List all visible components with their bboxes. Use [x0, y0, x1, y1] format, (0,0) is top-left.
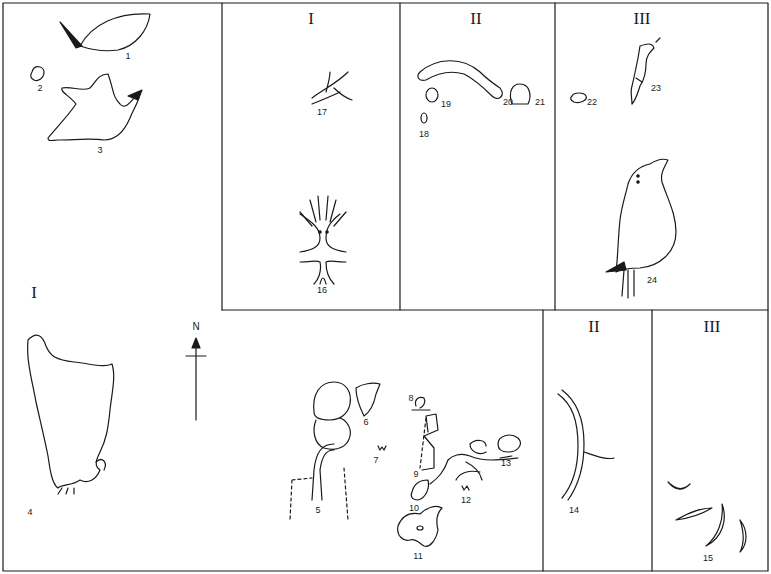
callout-number: 18 — [419, 130, 429, 139]
panel-border — [554, 3, 555, 310]
callout-number: 24 — [647, 276, 657, 285]
glyph-outline — [312, 444, 334, 500]
north-arrow — [186, 355, 206, 356]
glyph-outline — [314, 382, 351, 420]
glyph-outline — [676, 508, 712, 520]
panel-label: I — [308, 10, 314, 27]
callout-number: 16 — [317, 286, 327, 295]
glyph-outline — [430, 454, 518, 490]
glyph-outline — [31, 67, 44, 81]
glyph-outline — [584, 452, 614, 459]
callout-number: 1 — [125, 52, 130, 61]
north-arrow — [192, 338, 200, 348]
glyph-outline — [290, 468, 348, 520]
glyph-dot — [319, 231, 321, 233]
callout-number: 23 — [651, 84, 661, 93]
glyph-outline — [398, 506, 442, 546]
glyph-outline — [616, 159, 676, 272]
callout-number: 4 — [27, 508, 32, 517]
glyph-outline — [356, 383, 380, 416]
glyph-outline — [28, 335, 114, 488]
glyph-outline — [412, 397, 430, 410]
glyph-outline — [96, 460, 105, 470]
callout-number: 12 — [461, 496, 471, 505]
callout-number: 14 — [569, 506, 579, 515]
panel-label: II — [588, 318, 599, 335]
glyph-outline — [631, 44, 654, 104]
panel-label: II — [470, 10, 481, 27]
glyph-outline — [706, 504, 724, 546]
glyph-solid — [606, 262, 626, 272]
outer-frame — [3, 3, 768, 571]
callout-number: 8 — [408, 394, 413, 403]
glyph-outline — [378, 446, 386, 450]
panel-label: I — [31, 284, 37, 301]
glyph-dot — [326, 231, 328, 233]
glyph-outline — [571, 93, 587, 103]
panel-border — [399, 3, 400, 310]
glyph-outline — [418, 61, 502, 99]
panel-label: III — [704, 318, 721, 335]
callout-number: 15 — [703, 554, 713, 563]
callout-number: 13 — [501, 459, 511, 468]
glyph-outline — [426, 88, 438, 102]
glyph-outline — [411, 480, 428, 500]
glyph-outline — [417, 526, 423, 530]
glyph-dot — [637, 175, 639, 177]
callout-number: 7 — [373, 456, 378, 465]
panel-border — [651, 310, 652, 571]
glyph-outline — [422, 414, 438, 470]
callout-number: 20 — [503, 98, 513, 107]
glyph-solid — [60, 22, 82, 48]
callout-number: 22 — [587, 98, 597, 107]
callout-number: 11 — [413, 552, 422, 561]
north-arrow — [195, 340, 196, 420]
glyph-outline — [300, 196, 346, 226]
callout-number: 5 — [315, 506, 320, 515]
panel-label: III — [634, 10, 651, 27]
glyph-dot — [637, 181, 639, 183]
glyph-outline — [421, 113, 427, 123]
glyph-outline — [312, 72, 352, 104]
callout-number: 21 — [535, 98, 545, 107]
glyph-outline — [498, 435, 520, 452]
glyph-outline — [562, 390, 584, 500]
glyph-outline — [470, 440, 512, 458]
glyph-outline — [80, 14, 150, 51]
panel-border — [542, 310, 543, 571]
glyph-outline — [510, 84, 530, 104]
north-label: N — [192, 322, 199, 332]
callout-number: 10 — [409, 504, 419, 513]
glyph-outline — [668, 482, 690, 489]
glyph-outline — [58, 488, 74, 494]
glyph-outline — [622, 270, 634, 298]
glyph-outline — [48, 74, 140, 141]
callout-number: 19 — [441, 100, 451, 109]
panel-border — [222, 309, 768, 310]
panel-border — [221, 3, 222, 310]
callout-number: 3 — [97, 146, 102, 155]
glyph-outline — [636, 38, 660, 82]
callout-number: 2 — [37, 84, 42, 93]
callout-number: 17 — [317, 108, 327, 117]
glyph-outline — [740, 520, 746, 552]
glyph-outline — [558, 394, 578, 498]
glyph-outline — [300, 214, 346, 284]
callout-number: 9 — [413, 470, 418, 479]
glyph-outline — [420, 418, 426, 468]
glyph-solid — [128, 90, 142, 100]
callout-number: 6 — [363, 418, 368, 427]
